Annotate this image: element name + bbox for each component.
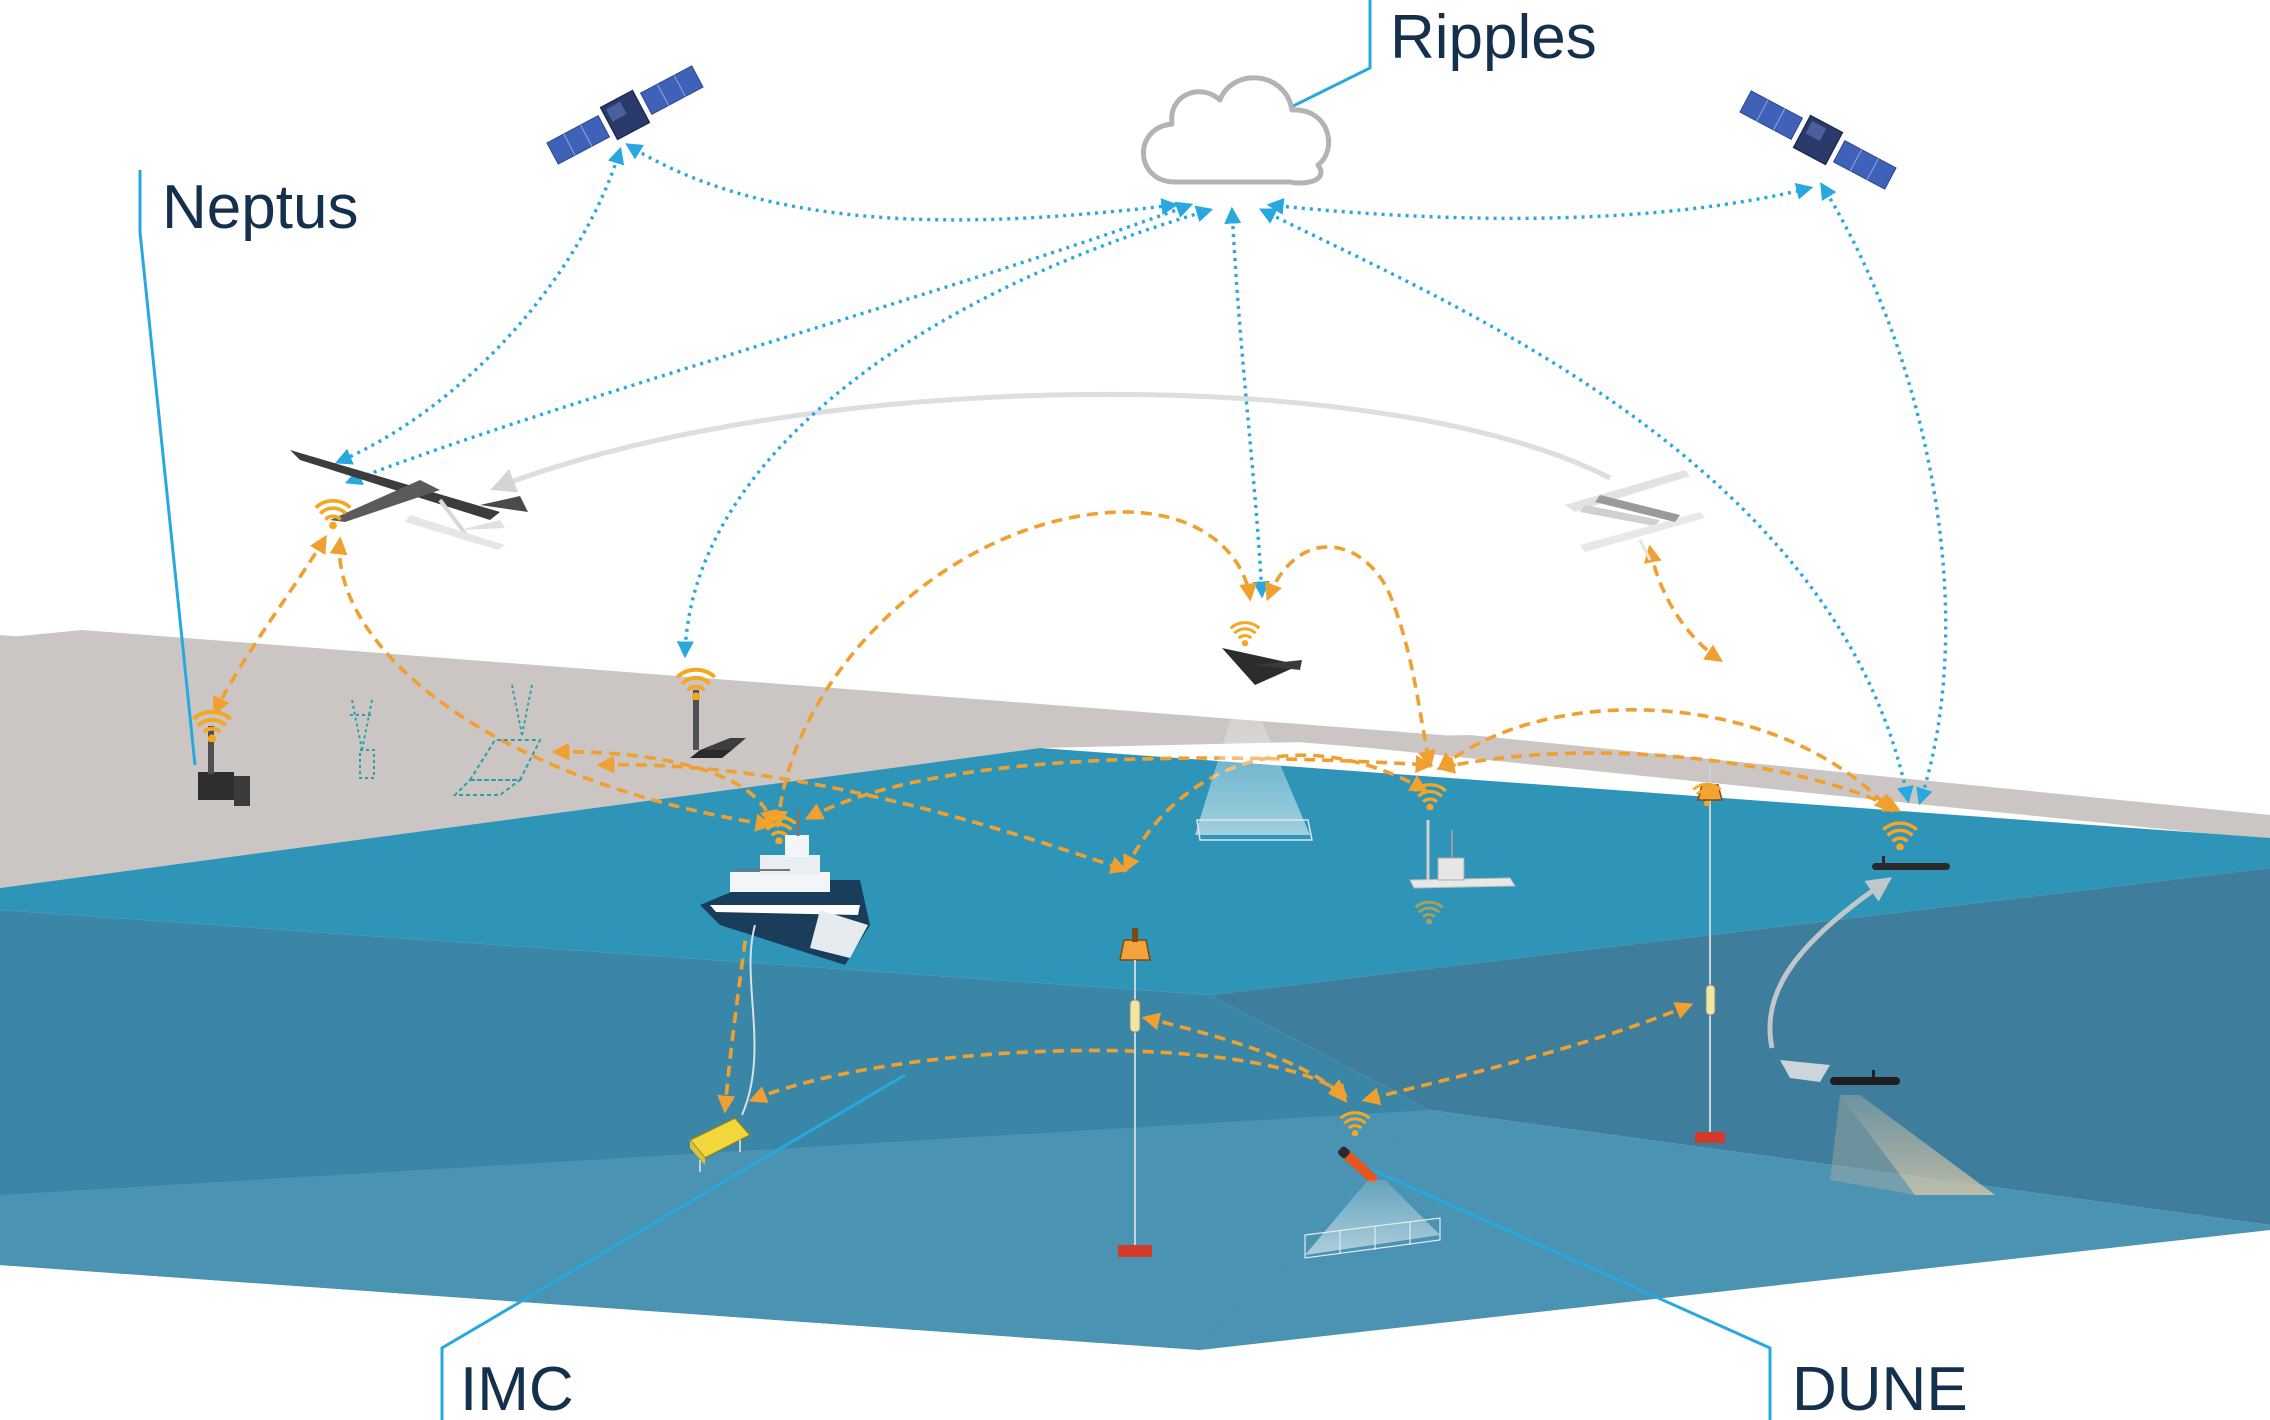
ripples-callout xyxy=(1274,0,1372,117)
uav-sensor-grid xyxy=(1196,819,1313,841)
auv-dive-arrow xyxy=(1767,877,1893,1049)
imc-label: IMC xyxy=(460,1355,574,1420)
callout-lines xyxy=(138,0,1772,1420)
ship-icon xyxy=(700,810,870,965)
buoy-icon xyxy=(1118,928,1152,1257)
cloud-icon xyxy=(1141,75,1332,186)
ground-station-icon xyxy=(198,726,250,806)
auv-sidescan-footprint xyxy=(1840,1095,1995,1195)
neptus-label: Neptus xyxy=(162,173,358,242)
uav-icon xyxy=(1222,648,1302,685)
auv-icon xyxy=(1872,856,1950,870)
uav-sensor-footprint xyxy=(1195,705,1310,835)
usv-icon xyxy=(1409,820,1516,889)
uav-icon xyxy=(290,450,528,550)
dune-label: DUNE xyxy=(1792,1355,1968,1420)
satellite-icon xyxy=(546,65,704,165)
uav-icon xyxy=(1565,470,1705,561)
auv-sidescan-shadow xyxy=(1830,1095,1915,1195)
ship-tether xyxy=(741,924,756,1116)
ripples-label: Ripples xyxy=(1390,3,1597,72)
neptus-callout xyxy=(138,170,197,766)
satellite-icon xyxy=(1739,90,1897,190)
uav-transition-arrow xyxy=(490,391,1612,493)
seabed-left xyxy=(0,1110,1430,1350)
auv-sonar-grid xyxy=(1304,1217,1441,1259)
benthic-lander-icon xyxy=(688,1117,752,1172)
imc-callout xyxy=(440,1073,906,1420)
laptop-outline-icon xyxy=(452,739,542,796)
auv-icon xyxy=(1780,1060,1900,1085)
sea-body-right xyxy=(1210,868,2270,1225)
auv-sonar-footprint xyxy=(1305,1180,1440,1255)
ground-station-icon xyxy=(690,690,746,758)
seabed-right xyxy=(1200,1110,2270,1350)
wifi-icon xyxy=(1230,621,1260,646)
antenna-outline-icon xyxy=(350,684,533,779)
dune-callout xyxy=(1367,1166,1772,1420)
auv-icon xyxy=(1338,1146,1378,1183)
